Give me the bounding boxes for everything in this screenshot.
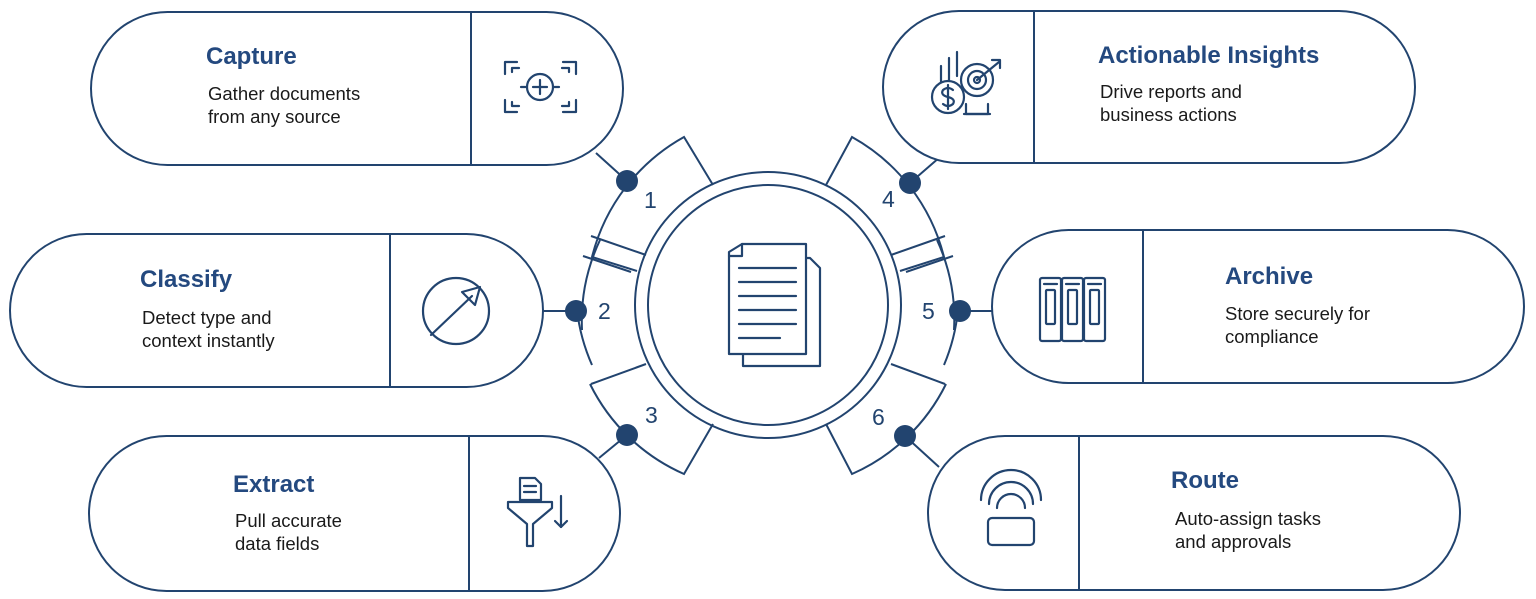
step-card <box>90 11 624 166</box>
step-number: 4 <box>882 186 895 212</box>
connector-dot <box>616 424 638 446</box>
documents-icon <box>727 242 822 368</box>
step-route: 6 Route Auto-assign tasks and approvals <box>872 404 1461 591</box>
step-description: Pull accurate <box>235 510 342 531</box>
step-description: and approvals <box>1175 531 1291 552</box>
connector-dot <box>949 300 971 322</box>
insights-target-icon <box>930 50 1002 116</box>
step-card <box>991 229 1525 384</box>
wheel-inner-circle <box>647 184 889 426</box>
step-card <box>9 233 544 388</box>
archive-binders-icon <box>1038 276 1107 343</box>
step-card <box>927 435 1461 591</box>
capture-scan-icon <box>503 60 578 114</box>
step-title: Actionable Insights <box>1098 42 1319 69</box>
step-description: context instantly <box>142 330 275 351</box>
connector-dot <box>565 300 587 322</box>
step-number: 5 <box>922 298 935 324</box>
step-card <box>88 435 621 592</box>
connector-dot <box>899 172 921 194</box>
step-description: business actions <box>1100 104 1237 125</box>
step-number: 1 <box>644 187 657 213</box>
step-card <box>882 10 1416 164</box>
step-capture: 1 Capture Gather documents from any sour… <box>90 11 657 213</box>
step-description: Detect type and <box>142 307 272 328</box>
step-description: data fields <box>235 533 319 554</box>
step-actionable-insights: 4 Actionable Insights Drive reports and … <box>882 10 1416 212</box>
step-description: Auto-assign tasks <box>1175 508 1321 529</box>
step-classify: 2 Classify Detect type and context insta… <box>9 233 611 388</box>
route-signal-icon <box>979 468 1043 547</box>
step-number: 3 <box>645 402 658 428</box>
step-number: 2 <box>598 298 611 324</box>
step-description: Drive reports and <box>1100 81 1242 102</box>
step-extract: 3 Extract Pull accurate data fields <box>88 402 658 592</box>
wheel-outer-circle <box>634 171 902 439</box>
step-title: Capture <box>206 43 297 70</box>
filter-funnel-icon <box>506 476 569 548</box>
step-description: Gather documents <box>208 83 360 104</box>
step-title: Extract <box>233 471 314 498</box>
step-title: Archive <box>1225 263 1313 290</box>
connector-dot <box>616 170 638 192</box>
step-description: Store securely for <box>1225 303 1370 324</box>
step-number: 6 <box>872 404 885 430</box>
step-archive: 5 Archive Store securely for compliance <box>922 229 1525 384</box>
step-title: Classify <box>140 266 233 293</box>
step-title: Route <box>1171 467 1239 494</box>
step-description: from any source <box>208 106 341 127</box>
compass-arrow-icon <box>421 276 491 346</box>
connector-dot <box>894 425 916 447</box>
step-description: compliance <box>1225 326 1319 347</box>
